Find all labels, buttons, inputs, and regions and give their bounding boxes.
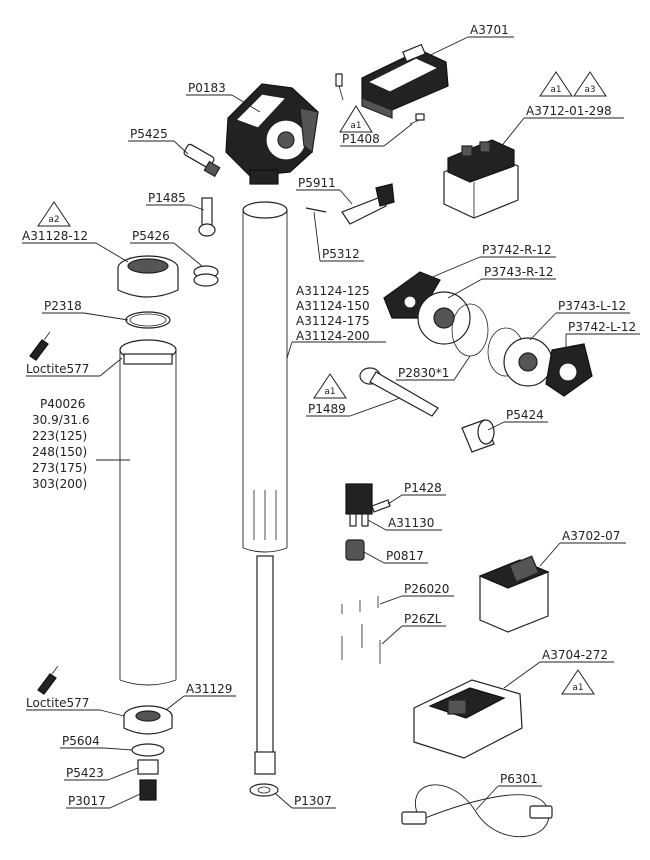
label-p3742-l: P3742-L-12 [568, 320, 636, 334]
label-len-125: 223(125) [32, 429, 87, 443]
label-p40026: P40026 [40, 397, 85, 411]
part-p3742-r-12 [383, 271, 441, 319]
label-p3743-l: P3743-L-12 [558, 299, 626, 313]
label-p5425: P5425 [130, 127, 168, 141]
svg-text:a3: a3 [584, 85, 595, 95]
svg-text:a2: a2 [48, 215, 59, 225]
part-p5423 [137, 759, 159, 775]
part-p2318-ring [125, 311, 171, 329]
part-p40026-tube [119, 339, 177, 686]
part-p0817 [345, 539, 365, 561]
label-loctite-top: Loctite577 [26, 362, 89, 376]
loctite-tube-top [29, 331, 51, 361]
part-p1408-screws [335, 73, 425, 125]
label-p26zl: P26ZL [404, 612, 442, 626]
label-loctite-bottom: Loctite577 [26, 696, 89, 710]
part-p5604 [131, 743, 165, 757]
part-a3701 [361, 43, 449, 119]
label-p0817: P0817 [386, 549, 424, 563]
svg-text:a1: a1 [572, 683, 583, 693]
part-p5425 [183, 143, 221, 178]
part-a31130 [345, 483, 373, 527]
label-p6301: P6301 [500, 772, 538, 786]
part-a3702-07 [478, 555, 550, 633]
label-p26020: P26020 [404, 582, 449, 596]
part-p1485 [198, 197, 216, 237]
badge-a1-p1408: a1 [339, 105, 373, 133]
label-len-150: 248(150) [32, 445, 87, 459]
label-p5312: P5312 [322, 247, 360, 261]
label-diameter: 30.9/31.6 [32, 413, 89, 427]
label-p1428: P1428 [404, 481, 442, 495]
part-p5312-pin [305, 207, 327, 213]
label-a31129: A31129 [186, 682, 232, 696]
svg-text:a1: a1 [350, 121, 361, 131]
part-a3712-actuator [443, 139, 519, 219]
loctite-tube-bottom [37, 665, 59, 695]
label-p3742-r: P3742-R-12 [482, 243, 552, 257]
part-p3743-l-12 [503, 337, 553, 387]
label-p5423: P5423 [66, 766, 104, 780]
part-p0183-head [225, 83, 319, 185]
part-p5424-sleeve [461, 419, 495, 453]
leader-lines [22, 36, 640, 811]
part-p3017 [139, 779, 157, 801]
label-len-175: 273(175) [32, 461, 87, 475]
badge-a1-p1489: a1 [313, 373, 347, 399]
label-a31124-125: A31124-125 [296, 284, 370, 298]
label-p1307: P1307 [294, 794, 332, 808]
label-p2318: P2318 [44, 299, 82, 313]
label-a3702: A3702-07 [562, 529, 620, 543]
part-p1489-bolt [359, 367, 439, 417]
part-p3742-l-12 [545, 343, 593, 397]
label-p5911: P5911 [298, 176, 336, 190]
label-p5604: P5604 [62, 734, 100, 748]
part-a3704-272 [413, 679, 523, 759]
part-p1307-washer [249, 783, 279, 797]
part-a31129-collar [123, 705, 173, 735]
part-p26-pins [341, 596, 381, 664]
label-a31128: A31128-12 [22, 229, 88, 243]
svg-text:a1: a1 [550, 85, 561, 95]
badge-a3-a3712: a3 [573, 71, 607, 97]
label-a3712: A3712-01-298 [526, 104, 612, 118]
label-p3743-r: P3743-R-12 [484, 265, 554, 279]
label-p3017: P3017 [68, 794, 106, 808]
part-labels: A3701 P0183 P1408 A3712-01-298 P5425 P59… [22, 23, 636, 808]
label-p1489: P1489 [308, 402, 346, 416]
label-a31124-175: A31124-175 [296, 314, 370, 328]
badge-a2-a31128: a2 [37, 201, 71, 227]
badge-a1-a3704: a1 [561, 669, 595, 695]
label-p0183: P0183 [188, 81, 226, 95]
label-a3704: A3704-272 [542, 648, 608, 662]
part-p5426-ring [193, 265, 219, 287]
badge-a1-a3712: a1 [539, 71, 573, 97]
label-a31124-200: A31124-200 [296, 329, 370, 343]
label-a31130: A31130 [388, 516, 434, 530]
label-p1408: P1408 [342, 132, 380, 146]
label-p5424: P5424 [506, 408, 544, 422]
part-p1428 [371, 499, 391, 513]
part-a31128-12 [117, 255, 179, 298]
svg-text:a1: a1 [324, 387, 335, 397]
part-p6301-cable [401, 784, 553, 837]
part-p3743-r-12 [417, 291, 471, 345]
part-p5911-lever [341, 183, 395, 225]
label-p1485: P1485 [148, 191, 186, 205]
label-a3701: A3701 [470, 23, 509, 37]
part-a31124-post [242, 201, 288, 775]
label-p2830: P2830*1 [398, 366, 449, 380]
label-len-200: 303(200) [32, 477, 87, 491]
label-a31124-150: A31124-150 [296, 299, 370, 313]
label-p5426: P5426 [132, 229, 170, 243]
